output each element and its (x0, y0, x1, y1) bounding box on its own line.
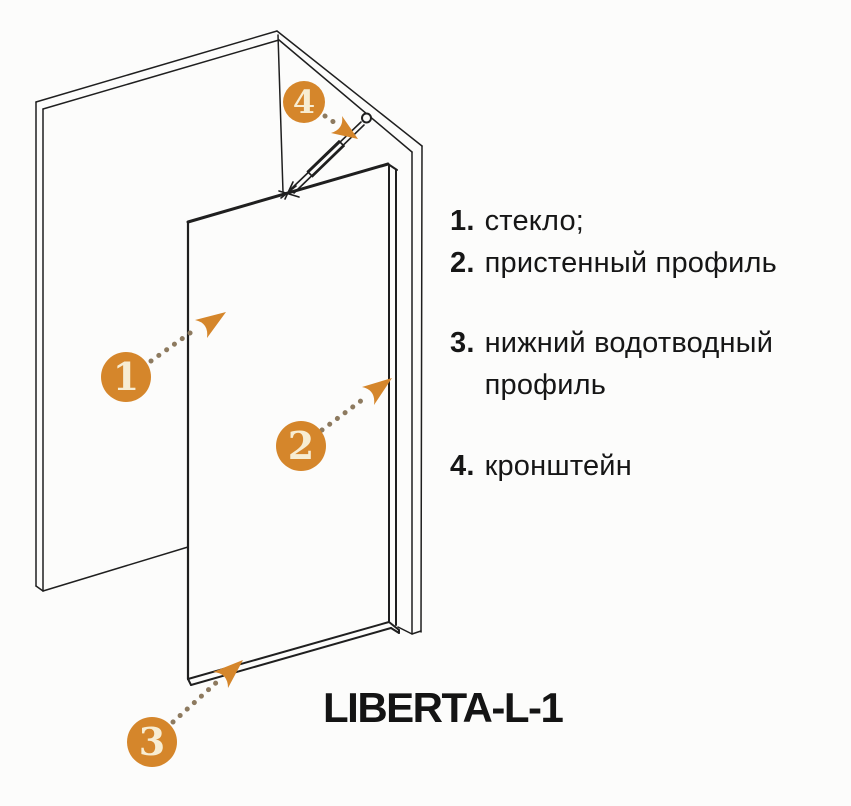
bottom-profile (187, 621, 400, 686)
callout-dots-1 (148, 325, 200, 364)
legend-item-2: 2. пристенный профиль (450, 242, 777, 284)
legend-item-3: 3. нижний водотводный профиль (450, 322, 830, 406)
legend-item-number: 2. (450, 247, 475, 279)
callout-dots-2 (319, 394, 369, 433)
left-wall (35, 30, 284, 592)
callout-circle-1: 1 (101, 352, 151, 402)
callout-number-4: 4 (293, 83, 315, 121)
legend-item-number: 1. (450, 205, 475, 237)
callout-dots-4 (322, 113, 341, 128)
callout-number-3: 3 (139, 719, 165, 764)
callout-circle-4: 4 (283, 81, 325, 123)
callout-arrowheads (195, 116, 392, 688)
callout-circle-3: 3 (127, 717, 177, 767)
product-title: LIBERTA-L-1 (323, 684, 564, 731)
bracket-rod (278, 112, 372, 200)
legend-item-1: 1. стекло; (450, 200, 584, 242)
legend-item-number: 3. (450, 327, 475, 359)
legend-item-text: кронштейн (484, 450, 632, 482)
arrowhead-1 (195, 312, 226, 338)
legend-item-4: 4. кронштейн (450, 445, 632, 487)
callout-dots-3 (170, 678, 221, 725)
legend-item-number: 4. (450, 450, 475, 482)
arrowhead-3 (213, 660, 243, 688)
legend-item-text: нижний водотводный профиль (484, 327, 774, 401)
callout-circle-2: 2 (276, 421, 326, 471)
callout-number-2: 2 (288, 423, 314, 468)
wall-profile (387, 163, 398, 626)
legend-item-text: пристенный профиль (484, 247, 777, 279)
arrowhead-4 (331, 116, 358, 139)
right-wall (276, 30, 423, 635)
glass-panel (186, 162, 390, 681)
arrowhead-2 (362, 378, 392, 405)
callout-number-1: 1 (113, 354, 139, 399)
legend-item-text: стекло; (484, 205, 585, 237)
callout-dots (148, 113, 369, 725)
